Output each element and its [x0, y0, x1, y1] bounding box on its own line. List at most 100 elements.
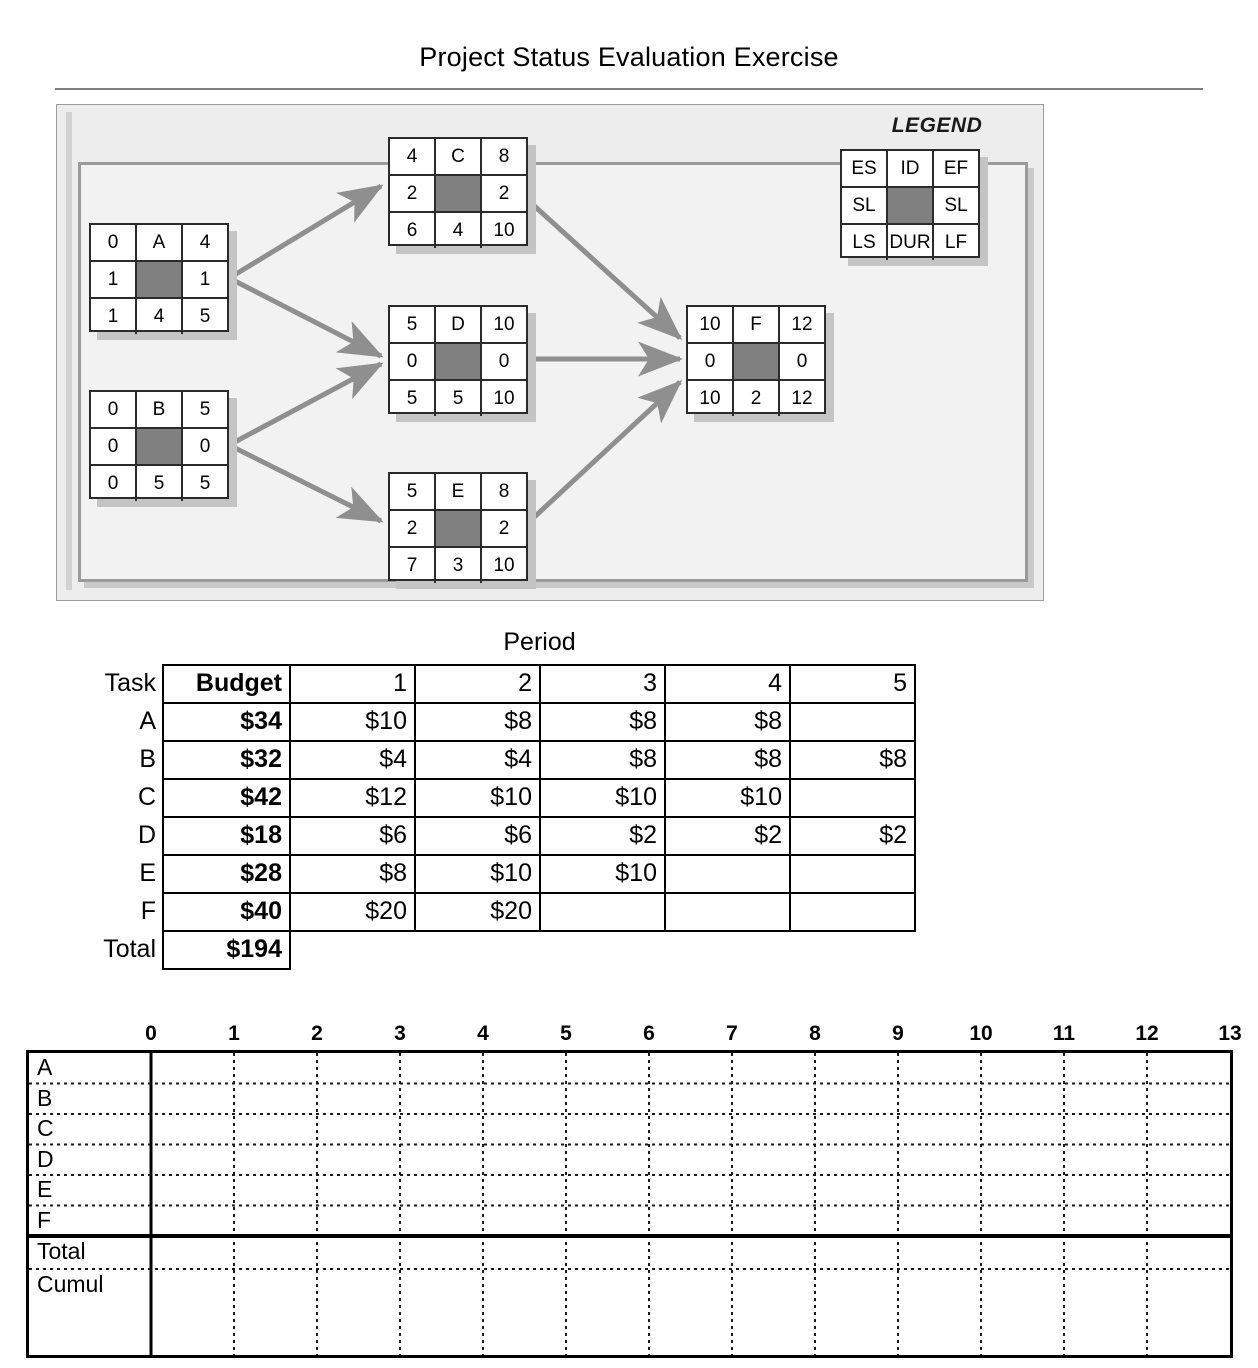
- schedule-axis-tick-11: 11: [1052, 1022, 1076, 1045]
- budget-row-label-f: F: [140, 896, 156, 925]
- node-b-cell-4: 0: [107, 435, 119, 457]
- budget-row-label-e: E: [139, 858, 156, 887]
- budget-row-e: E$28$8$10$10: [60, 854, 916, 894]
- node-b-cell-9: 5: [181, 465, 227, 501]
- schedule-row-label-f: F: [37, 1206, 52, 1233]
- node-f-cell-7: 10: [699, 387, 721, 409]
- budget-cell-d-p5: $2: [789, 816, 916, 856]
- budget-row-label-a: A: [139, 706, 156, 735]
- budget-row-label-d: D: [137, 820, 156, 849]
- node-a-cell-5: [135, 261, 181, 297]
- budget-cell-e-p1: $8: [289, 854, 416, 894]
- legend-cell-ls: LS: [852, 231, 876, 253]
- budget-row-label-c: C: [137, 782, 156, 811]
- budget-row-c: C$42$12$10$10$10: [60, 778, 916, 818]
- node-f-cell-8: 2: [732, 380, 778, 416]
- budget-total-label: Total: [103, 934, 156, 963]
- budget-row-total-e: $28: [162, 854, 291, 894]
- budget-cell-c-p3: $10: [539, 778, 666, 818]
- node-c-cell-3: 8: [480, 139, 526, 174]
- node-a-cell-8: 4: [135, 298, 181, 334]
- budget-total-row: Total$194: [60, 930, 915, 970]
- budget-cell-d-p1: $6: [289, 816, 416, 856]
- schedule-axis-tick-2: 2: [311, 1022, 323, 1045]
- budget-cell-b-p1: $4: [289, 740, 416, 780]
- node-a-cell-6: 1: [181, 261, 227, 297]
- budget-cell-b-p5: $8: [789, 740, 916, 780]
- diagram-left-bar: [66, 112, 72, 590]
- budget-cell-e-p4: [664, 854, 791, 894]
- node-f-cell-5: [732, 343, 778, 379]
- node-b-cell-2: B: [135, 392, 181, 427]
- budget-cell-f-p5: [789, 892, 916, 932]
- node-f-cell-3: 12: [778, 307, 824, 342]
- network-diagram-arrows: [229, 183, 684, 524]
- node-a-cell-3: 4: [181, 225, 227, 260]
- schedule-axis-tick-13: 13: [1218, 1022, 1242, 1045]
- schedule-axis-tick-5: 5: [560, 1022, 572, 1045]
- edge-b-e: [229, 443, 384, 524]
- budget-cell-e-p2: $10: [414, 854, 541, 894]
- node-b-cell-5: [135, 428, 181, 464]
- budget-row-total-a: $34: [162, 702, 291, 742]
- schedule-row-label-cumul: Cumul: [37, 1271, 104, 1297]
- budget-row-label-b: B: [139, 744, 156, 773]
- legend-cell-center-fill: [886, 187, 932, 223]
- budget-cell-e-p5: [789, 854, 916, 894]
- node-e-cell-6: 2: [480, 510, 526, 546]
- budget-total-empty-1: [290, 931, 415, 969]
- node-d-cell-7: 5: [406, 387, 418, 409]
- node-d-cell-5: [434, 343, 480, 379]
- node-d-cell-6: 0: [480, 343, 526, 379]
- node-b-cell-3: 5: [181, 392, 227, 427]
- budget-cell-c-p4: $10: [664, 778, 791, 818]
- node-a-cell-2: A: [135, 225, 181, 260]
- budget-total-empty-3: [540, 931, 665, 969]
- schedule-axis-tick-8: 8: [809, 1022, 821, 1045]
- schedule-axis-tick-1: 1: [228, 1022, 240, 1045]
- node-b-cell-7: 0: [107, 472, 119, 494]
- title-divider: [55, 88, 1203, 90]
- budget-cell-b-p2: $4: [414, 740, 541, 780]
- budget-period-header-5: 5: [789, 664, 916, 704]
- node-d-cell-4: 0: [406, 350, 418, 372]
- budget-cell-a-p2: $8: [414, 702, 541, 742]
- budget-cell-c-p2: $10: [414, 778, 541, 818]
- budget-cell-c-p5: [789, 778, 916, 818]
- node-e-cell-9: 10: [480, 547, 526, 583]
- edge-a-d: [229, 276, 384, 359]
- schedule-row-label-e: E: [37, 1176, 53, 1202]
- node-c-cell-8: 4: [434, 212, 480, 248]
- edge-c-f: [528, 200, 683, 341]
- budget-task-header: Task: [104, 668, 156, 697]
- budget-cell-a-p3: $8: [539, 702, 666, 742]
- schedule-axis-tick-10: 10: [969, 1022, 993, 1045]
- budget-cell-a-p4: $8: [664, 702, 791, 742]
- budget-period-header-3: 3: [539, 664, 666, 704]
- budget-cell-f-p4: [664, 892, 791, 932]
- schedule-row-label-a: A: [37, 1054, 53, 1080]
- legend-cell-lf: LF: [932, 224, 978, 260]
- node-e-cell-8: 3: [434, 547, 480, 583]
- budget-cell-a-p1: $10: [289, 702, 416, 742]
- node-c-cell-4: 2: [406, 182, 418, 204]
- legend-cell-id: ID: [886, 151, 932, 186]
